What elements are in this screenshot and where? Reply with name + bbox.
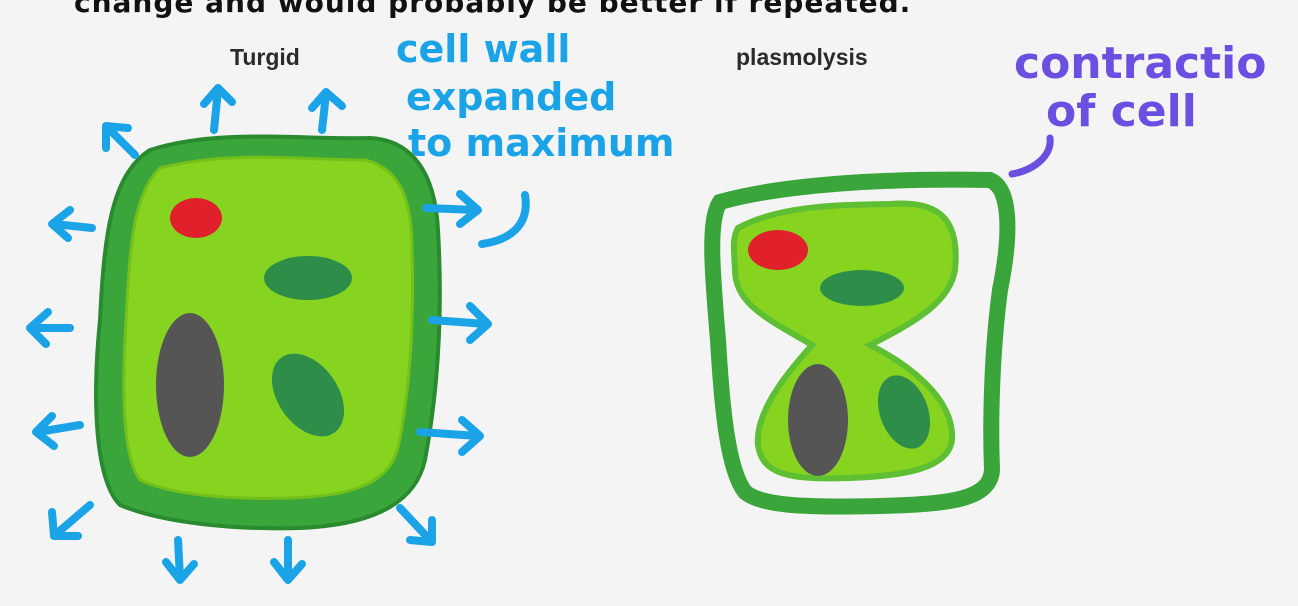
turgid-cell bbox=[96, 137, 440, 529]
cell-wall-annotation-line1: cell wall bbox=[396, 30, 570, 68]
turgid-nucleus bbox=[170, 198, 222, 238]
cell-wall-annotation-line3: to maximum bbox=[408, 124, 675, 162]
contraction-annotation-line1: contractio bbox=[1014, 42, 1266, 86]
turgid-chloroplast-top bbox=[264, 256, 352, 300]
plasmolysis-label: plasmolysis bbox=[736, 44, 868, 71]
contraction-annotation-line2: of cell bbox=[1046, 90, 1197, 134]
cell-wall-annotation-line2: expanded bbox=[406, 78, 616, 116]
turgid-cytoplasm bbox=[124, 157, 413, 498]
plasmolysed-nucleus bbox=[748, 230, 808, 270]
plasmolysed-chloroplast-top bbox=[820, 270, 904, 306]
turgid-dark-organelle bbox=[156, 313, 224, 457]
plasmolysed-dark-organelle bbox=[788, 364, 848, 476]
caption-fragment: change and would probably be better if r… bbox=[74, 0, 911, 19]
turgid-label: Turgid bbox=[230, 44, 300, 71]
